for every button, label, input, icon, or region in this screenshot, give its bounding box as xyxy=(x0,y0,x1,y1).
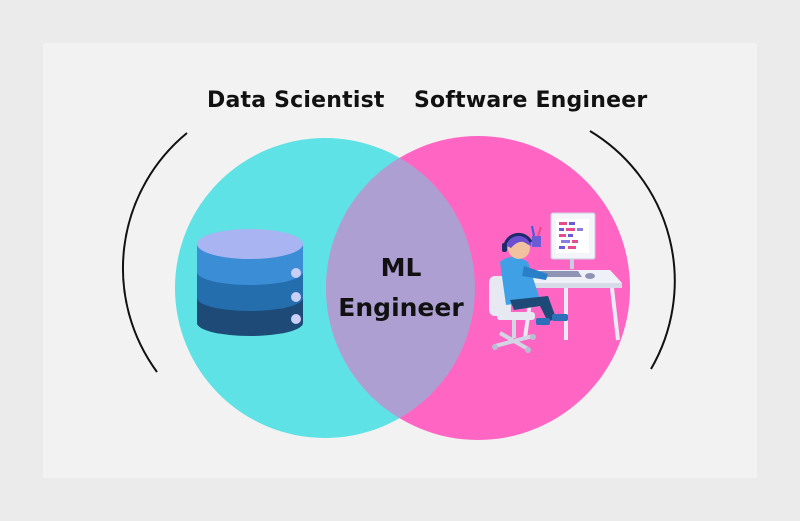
ml-engineer-label-line1: ML xyxy=(380,253,422,282)
ml-engineer-label: ML Engineer xyxy=(326,248,476,328)
software-engineer-title: Software Engineer xyxy=(414,88,648,113)
ml-engineer-label-line2: Engineer xyxy=(338,293,464,322)
database-icon xyxy=(197,229,303,336)
developer-at-desk-icon xyxy=(489,212,622,353)
left-bracket-arc xyxy=(122,132,188,373)
data-scientist-title: Data Scientist xyxy=(207,88,385,113)
ml-engineer-overlap xyxy=(326,138,475,438)
right-bracket-arc xyxy=(589,130,676,370)
